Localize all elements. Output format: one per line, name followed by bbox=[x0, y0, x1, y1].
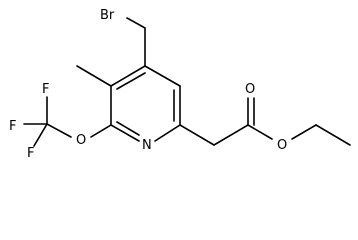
atom-label-f-bottom: F bbox=[27, 146, 34, 158]
bond-c2-n-inner bbox=[116, 121, 140, 136]
bond-o-cf3 bbox=[46, 123, 72, 138]
atom-label-o-ether: O bbox=[76, 133, 86, 148]
atom-label-o-carbonyl: O bbox=[245, 82, 255, 97]
atom-label-n: N bbox=[142, 138, 152, 153]
bond-ch2-carbonyl bbox=[213, 124, 249, 146]
bond-n-c6 bbox=[154, 124, 181, 142]
atom-label-o-ester: O bbox=[277, 138, 287, 153]
bond-ch2-br bbox=[126, 17, 146, 29]
bond-c6-ch2 bbox=[179, 124, 215, 146]
bond-oester-ch2 bbox=[291, 124, 317, 140]
atom-label-f-top: F bbox=[42, 82, 49, 97]
bond-c3-methyl bbox=[76, 65, 112, 87]
chemical-structure-diagram: Br N O F F F O O bbox=[9, 8, 351, 158]
bond-carbonyl-oester bbox=[247, 124, 273, 140]
atom-label-br: Br bbox=[100, 8, 115, 23]
atom-label-f-left: F bbox=[9, 119, 16, 134]
bond-c4-c3 bbox=[110, 65, 146, 87]
bond-ethyl bbox=[315, 124, 351, 146]
bond-cf3-f-bottom bbox=[33, 123, 48, 147]
bond-c4-c3-inner bbox=[116, 72, 146, 90]
bond-c5-c4 bbox=[144, 65, 181, 87]
bond-c2-n-outer bbox=[110, 124, 140, 142]
bond-c2-o bbox=[90, 124, 112, 138]
